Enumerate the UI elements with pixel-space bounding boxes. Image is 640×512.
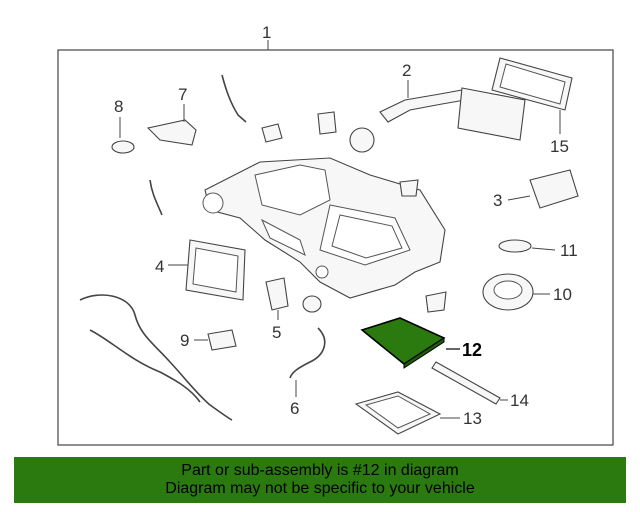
callout-12: 12: [462, 340, 482, 360]
wiring-harness-branch: [89, 329, 201, 403]
plug: [302, 295, 322, 313]
small-harness: [149, 179, 163, 216]
part-4-heater-core: [185, 239, 246, 301]
part-11-seal: [498, 239, 532, 253]
banner-line-2: Diagram may not be specific to your vehi…: [165, 480, 475, 497]
actuator-b: [349, 127, 375, 153]
info-banner: Part or sub-assembly is #12 in diagram D…: [14, 457, 626, 503]
part-10-blower: [482, 273, 534, 311]
callout-1: 1: [262, 23, 271, 42]
callout-7: 7: [178, 85, 187, 104]
callout-3: 3: [493, 191, 502, 210]
part-12-cabin-filter[interactable]: [360, 317, 446, 365]
callout-13: 13: [463, 409, 482, 428]
leader-3: [507, 195, 531, 201]
sensor-block: [261, 123, 283, 143]
actuator-a: [317, 111, 337, 135]
part-12-filter-edge: [403, 337, 445, 369]
hvac-housing: [202, 157, 446, 299]
part-3-module: [529, 169, 579, 209]
part-5-valve: [265, 277, 289, 311]
sensor-wire: [221, 74, 247, 123]
part-6-hose: [289, 327, 326, 379]
callout-10: 10: [553, 285, 572, 304]
callout-11: 11: [560, 241, 578, 260]
callout-9: 9: [180, 331, 189, 350]
banner-line-1: Part or sub-assembly is #12 in diagram: [181, 462, 459, 479]
wiring-harness: [79, 294, 233, 421]
callout-6: 6: [290, 399, 299, 418]
part-15-evaporator: [491, 57, 573, 111]
callout-14: 14: [510, 391, 529, 410]
part-14-seal-strip: [431, 361, 501, 405]
callout-4: 4: [155, 257, 164, 276]
callout-15: 15: [550, 137, 569, 156]
assembly-frame: [57, 49, 614, 446]
leader-11: [531, 247, 556, 251]
actuator-d: [425, 291, 447, 313]
part-9-clip: [207, 329, 237, 351]
callout-8: 8: [114, 97, 123, 116]
part-8-grommet: [111, 140, 135, 154]
part-7-bracket: [146, 119, 197, 146]
callout-2: 2: [402, 61, 411, 80]
part-13-filter-cover: [354, 391, 442, 435]
part-2-heater-tube: [379, 87, 526, 141]
actuator-c: [399, 179, 419, 197]
callout-5: 5: [272, 323, 281, 342]
